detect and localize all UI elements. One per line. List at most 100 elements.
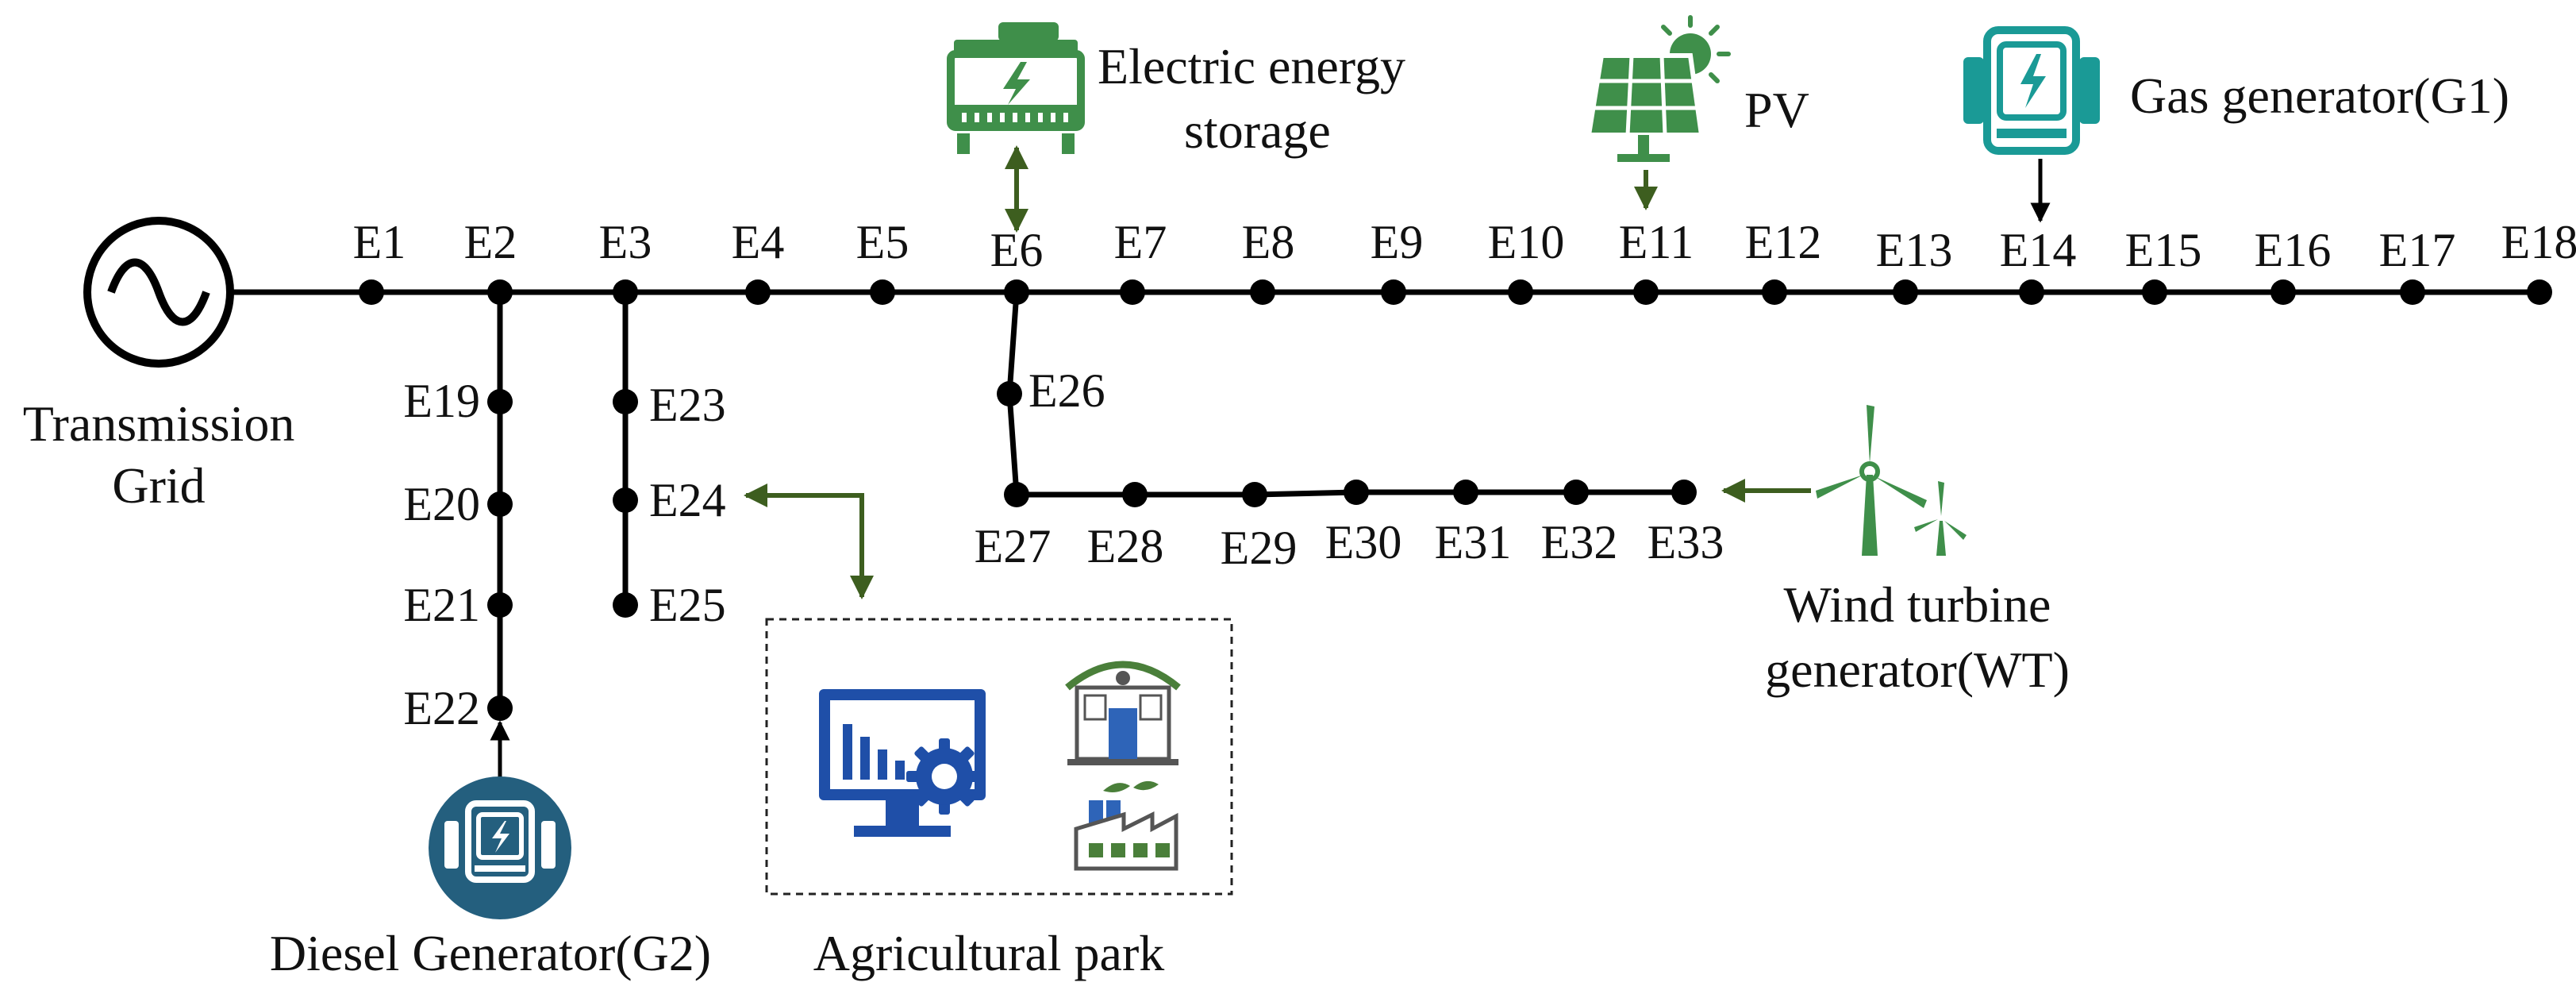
agri-label: Agricultural park xyxy=(813,925,1165,981)
node-E8 xyxy=(1250,279,1275,305)
generator-icon xyxy=(429,776,571,919)
gas-generator: Gas generator(G1) xyxy=(1963,26,2509,223)
node-E20 xyxy=(487,491,513,517)
node-E12 xyxy=(1762,279,1787,305)
node-label-E28: E28 xyxy=(1087,520,1164,572)
line-E26-E27 xyxy=(1006,391,1020,498)
greenhouse-icon xyxy=(1065,661,1181,765)
node-label-E1: E1 xyxy=(353,216,406,268)
node-label-E11: E11 xyxy=(1619,216,1694,268)
node-E19 xyxy=(487,389,513,414)
node-label-E20: E20 xyxy=(403,478,480,530)
generator-icon xyxy=(1963,26,2100,155)
node-label-E30: E30 xyxy=(1325,516,1402,568)
node-E5 xyxy=(870,279,895,305)
wind-label-line2: generator(WT) xyxy=(1765,641,2070,698)
wind-turbine-icon xyxy=(1816,405,1967,556)
node-label-E8: E8 xyxy=(1242,216,1295,268)
node-E17 xyxy=(2400,279,2425,305)
node-E1 xyxy=(359,279,384,305)
node-E31 xyxy=(1453,480,1478,505)
node-label-E15: E15 xyxy=(2125,224,2202,276)
energy-storage: Electric energy storage xyxy=(947,22,1405,233)
node-E26 xyxy=(997,381,1022,406)
node-E24 xyxy=(613,487,638,513)
node-label-E4: E4 xyxy=(732,216,785,268)
node-E15 xyxy=(2142,279,2167,305)
node-label-E13: E13 xyxy=(1876,224,1953,276)
wind-label-line1: Wind turbine xyxy=(1784,576,2051,633)
node-E29 xyxy=(1242,482,1267,507)
node-E32 xyxy=(1563,480,1589,505)
node-E30 xyxy=(1344,480,1369,505)
node-label-E12: E12 xyxy=(1745,216,1822,268)
node-label-E2: E2 xyxy=(464,216,517,268)
node-E7 xyxy=(1120,279,1145,305)
node-label-E31: E31 xyxy=(1435,516,1512,568)
agricultural-park: Agricultural park xyxy=(744,484,1233,981)
node-E6 xyxy=(1004,279,1029,305)
node-label-E24: E24 xyxy=(649,474,726,526)
wind-turbine: Wind turbine generator(WT) xyxy=(1721,405,2070,698)
node-E16 xyxy=(2270,279,2296,305)
node-E25 xyxy=(613,592,638,618)
node-E9 xyxy=(1381,279,1406,305)
line-E29-E30 xyxy=(1251,489,1359,498)
node-label-E33: E33 xyxy=(1647,516,1724,568)
node-E10 xyxy=(1508,279,1533,305)
node-E27 xyxy=(1004,482,1029,507)
node-E11 xyxy=(1633,279,1659,305)
storage-label-line1: Electric energy xyxy=(1098,38,1405,94)
node-label-E17: E17 xyxy=(2379,224,2456,276)
solar-panel-icon xyxy=(1586,15,1731,162)
bus-nodes xyxy=(359,279,2552,721)
transmission-grid: Transmission Grid xyxy=(23,217,295,514)
node-label-E7: E7 xyxy=(1114,216,1167,268)
node-label-E16: E16 xyxy=(2255,224,2332,276)
node-label-E18: E18 xyxy=(2501,216,2576,268)
node-E22 xyxy=(487,695,513,721)
sine-wave-icon xyxy=(107,258,210,326)
node-label-E5: E5 xyxy=(856,216,909,268)
line-E6-E26 xyxy=(1006,289,1020,397)
node-label-E32: E32 xyxy=(1541,516,1618,568)
storage-label-line2: storage xyxy=(1184,102,1331,159)
gas-label: Gas generator(G1) xyxy=(2130,67,2509,124)
node-label-E29: E29 xyxy=(1221,522,1298,574)
source-label-line1: Transmission xyxy=(23,395,295,452)
node-label-E19: E19 xyxy=(403,375,480,427)
node-label-E3: E3 xyxy=(599,216,652,268)
node-E13 xyxy=(1893,279,1918,305)
node-E14 xyxy=(2019,279,2044,305)
node-label-E25: E25 xyxy=(649,579,726,631)
factory-icon xyxy=(1074,780,1178,871)
node-E33 xyxy=(1671,480,1697,505)
node-label-E14: E14 xyxy=(2000,224,2077,276)
node-E21 xyxy=(487,592,513,618)
node-E23 xyxy=(613,389,638,414)
node-E2 xyxy=(487,279,513,305)
pv: PV xyxy=(1586,15,1809,210)
node-label-E22: E22 xyxy=(403,682,480,734)
bus-lines xyxy=(368,289,2543,711)
node-label-E23: E23 xyxy=(649,379,726,431)
node-label-E9: E9 xyxy=(1371,216,1424,268)
node-label-E26: E26 xyxy=(1028,364,1105,417)
node-E28 xyxy=(1122,482,1148,507)
agri-park-box xyxy=(765,618,1233,896)
diesel-label: Diesel Generator(G2) xyxy=(270,925,711,981)
source-label-line2: Grid xyxy=(112,457,205,514)
node-label-E10: E10 xyxy=(1488,216,1565,268)
node-E18 xyxy=(2527,279,2552,305)
diesel-generator: Diesel Generator(G2) xyxy=(270,720,711,981)
node-E3 xyxy=(613,279,638,305)
node-label-E21: E21 xyxy=(403,579,480,631)
pv-label: PV xyxy=(1744,82,1809,138)
agri-arrow xyxy=(744,484,874,599)
monitor-gear-icon xyxy=(819,689,986,837)
battery-icon xyxy=(947,22,1085,154)
node-label-E6: E6 xyxy=(990,224,1044,276)
node-E4 xyxy=(745,279,771,305)
